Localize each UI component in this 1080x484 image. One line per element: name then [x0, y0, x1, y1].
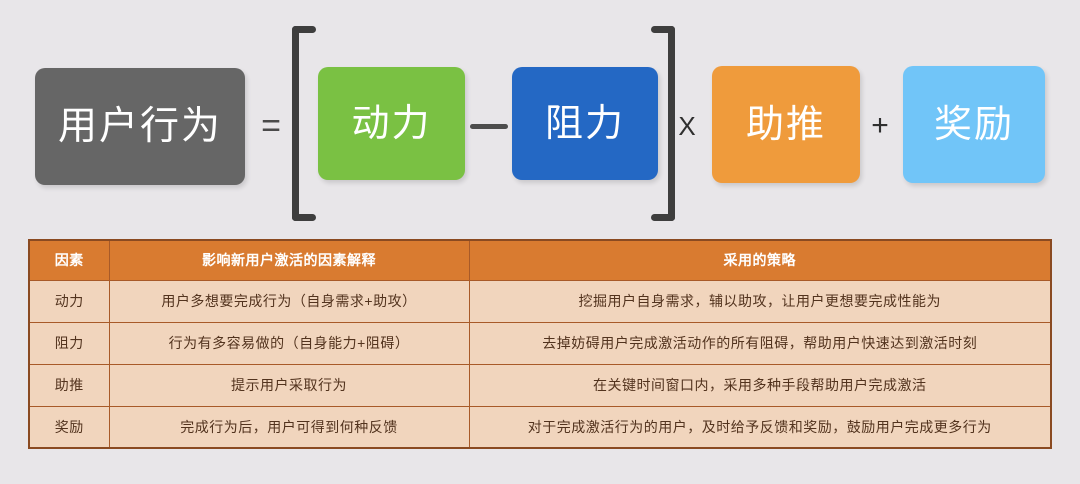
- operator-plus: +: [871, 109, 889, 142]
- table-row: 奖励 完成行为后，用户可得到何种反馈 对于完成激活行为的用户，及时给予反馈和奖励…: [28, 405, 1052, 449]
- table-row: 助推 提示用户采取行为 在关键时间窗口内，采用多种手段帮助用户完成激活: [28, 363, 1052, 407]
- operator-equals: =: [261, 107, 281, 145]
- formula-box-nudge-label: 助推: [745, 103, 826, 146]
- cell-strategy: 挖掘用户自身需求，辅以助攻，让用户更想要完成性能为: [468, 279, 1052, 323]
- bracket-left-bottom-arm: [292, 214, 316, 221]
- bracket-right-top-arm: [651, 26, 675, 33]
- cell-factor: 奖励: [28, 405, 110, 449]
- cell-strategy: 在关键时间窗口内，采用多种手段帮助用户完成激活: [468, 363, 1052, 407]
- table-row: 阻力 行为有多容易做的（自身能力+阻碍） 去掉妨碍用户完成激活动作的所有阻碍，帮…: [28, 321, 1052, 365]
- bracket-right-stem: [668, 26, 675, 221]
- cell-strategy: 去掉妨碍用户完成激活动作的所有阻碍，帮助用户快速达到激活时刻: [468, 321, 1052, 365]
- formula-box-friction: 阻力: [512, 67, 658, 180]
- cell-explanation: 行为有多容易做的（自身能力+阻碍）: [108, 321, 470, 365]
- bracket-left-top-arm: [292, 26, 316, 33]
- formula-box-nudge: 助推: [712, 66, 860, 183]
- bracket-right: [645, 26, 675, 221]
- table-header-factor: 因素: [28, 239, 110, 281]
- bracket-left: [292, 26, 322, 221]
- cell-explanation: 完成行为后，用户可得到何种反馈: [108, 405, 470, 449]
- operator-multiply: X: [678, 111, 696, 141]
- cell-strategy: 对于完成激活行为的用户，及时给予反馈和奖励，鼓励用户完成更多行为: [468, 405, 1052, 449]
- table-header-strategy: 采用的策略: [468, 239, 1052, 281]
- bracket-left-stem: [292, 26, 299, 221]
- table-row: 动力 用户多想要完成行为（自身需求+助攻） 挖掘用户自身需求，辅以助攻，让用户更…: [28, 279, 1052, 323]
- operator-minus: [470, 124, 508, 129]
- table-header-row: 因素 影响新用户激活的因素解释 采用的策略: [28, 239, 1052, 281]
- formula-box-motive: 动力: [318, 67, 465, 180]
- cell-factor: 助推: [28, 363, 110, 407]
- cell-explanation: 提示用户采取行为: [108, 363, 470, 407]
- bracket-right-bottom-arm: [651, 214, 675, 221]
- table-header-explanation: 影响新用户激活的因素解释: [108, 239, 470, 281]
- cell-factor: 动力: [28, 279, 110, 323]
- formula-box-reward-label: 奖励: [933, 103, 1014, 146]
- formula-box-motive-label: 动力: [351, 102, 432, 145]
- formula-box-behavior-label: 用户行为: [57, 105, 222, 148]
- cell-explanation: 用户多想要完成行为（自身需求+助攻）: [108, 279, 470, 323]
- formula-box-behavior: 用户行为: [35, 68, 245, 185]
- cell-factor: 阻力: [28, 321, 110, 365]
- factor-strategy-table: 因素 影响新用户激活的因素解释 采用的策略 动力 用户多想要完成行为（自身需求+…: [28, 239, 1052, 449]
- formula-box-reward: 奖励: [903, 66, 1045, 183]
- formula-box-friction-label: 阻力: [544, 102, 625, 145]
